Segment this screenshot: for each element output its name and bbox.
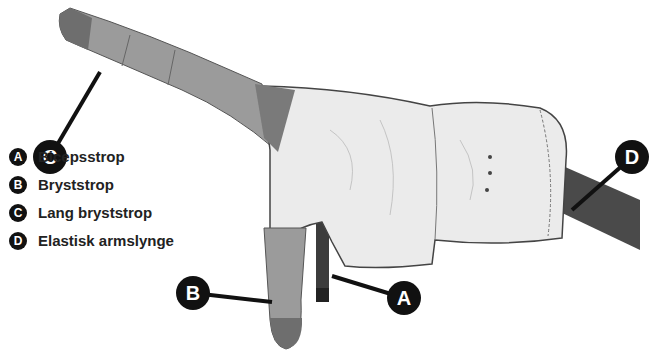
shoulder-panel — [255, 84, 295, 152]
strap-tip — [270, 318, 302, 349]
callout-letter: A — [384, 288, 424, 308]
cuff-seam — [432, 108, 437, 240]
part-name: Bryststrop — [38, 175, 114, 195]
list-letter: B — [0, 175, 38, 195]
long-chest-strap — [59, 8, 276, 150]
dot — [488, 155, 492, 159]
brace-body — [262, 86, 566, 268]
list-letter: A — [0, 147, 38, 167]
dot — [485, 188, 489, 192]
seam — [122, 35, 130, 66]
part-name: Lang bryststrop — [38, 203, 152, 223]
chest-strap — [264, 228, 306, 349]
part-name: Elastisk armslynge — [38, 231, 174, 251]
callout-letter: B — [173, 283, 213, 303]
callout-letter: D — [612, 147, 649, 167]
strap-tip — [59, 8, 92, 50]
list-letter: C — [0, 203, 38, 223]
fabric-fold — [330, 120, 473, 215]
biceps-strap — [316, 222, 329, 302]
cuff-seam — [540, 110, 551, 236]
list-letter: D — [0, 231, 38, 251]
dot — [488, 171, 492, 175]
seam — [168, 50, 175, 85]
part-name: Bicepsstrop — [38, 147, 125, 167]
strap-tip — [316, 288, 329, 302]
